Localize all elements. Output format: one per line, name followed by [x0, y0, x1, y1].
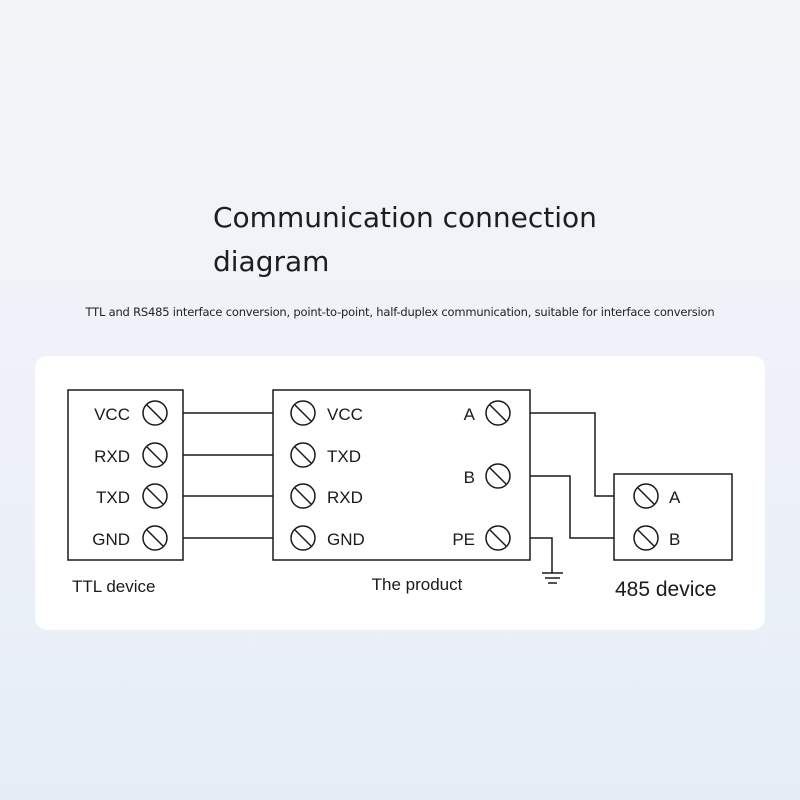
ttl-screw-terminals	[142, 400, 168, 551]
ttl-device-label: TTL device	[72, 577, 155, 596]
rs485-pin-a-label: A	[669, 488, 681, 507]
rs485-wires	[530, 412, 614, 573]
screw-terminal-icon	[290, 442, 316, 468]
product-label: The product	[372, 575, 463, 594]
product-box	[272, 389, 531, 561]
product-pin-gnd-label: GND	[327, 530, 365, 549]
screw-terminal-icon	[290, 483, 316, 509]
product-pin-pe-label: PE	[452, 530, 475, 549]
rs485-device-label: 485 device	[615, 578, 717, 601]
screw-terminal-icon	[142, 483, 168, 509]
screw-terminal-icon	[485, 400, 511, 426]
rs485-screw-terminals	[633, 483, 659, 551]
screw-terminal-icon	[142, 525, 168, 551]
wire-a	[530, 412, 614, 497]
product-pin-rxd-label: RXD	[327, 488, 363, 507]
page-title: Communication connection diagram	[213, 201, 597, 278]
screw-terminal-icon	[142, 400, 168, 426]
ttl-device-box	[67, 389, 184, 561]
screw-terminal-icon	[142, 442, 168, 468]
ttl-pin-vcc-label: VCC	[94, 405, 130, 424]
screw-terminal-icon	[290, 525, 316, 551]
product-pin-a-label: A	[464, 405, 476, 424]
product-right-screw-terminals	[485, 400, 511, 551]
ttl-pin-txd-label: TXD	[96, 488, 130, 507]
rs485-pin-b-label: B	[669, 530, 680, 549]
screw-terminal-icon	[290, 400, 316, 426]
product-pin-vcc-label: VCC	[327, 405, 363, 424]
rs485-device-box	[613, 473, 733, 561]
ttl-wires	[183, 412, 273, 539]
screw-terminal-icon	[633, 525, 659, 551]
product-pin-txd-label: TXD	[327, 447, 361, 466]
ttl-pin-rxd-label: RXD	[94, 447, 130, 466]
ttl-pin-gnd-label: GND	[92, 530, 130, 549]
screw-terminal-icon	[633, 483, 659, 509]
page-subtitle: TTL and RS485 interface conversion, poin…	[85, 305, 715, 319]
screw-terminal-icon	[485, 525, 511, 551]
product-left-screw-terminals	[290, 400, 316, 551]
ground-icon	[542, 572, 563, 584]
screw-terminal-icon	[485, 463, 511, 489]
wire-pe	[530, 537, 553, 573]
product-pin-b-label: B	[464, 468, 475, 487]
wire-b	[530, 475, 614, 539]
